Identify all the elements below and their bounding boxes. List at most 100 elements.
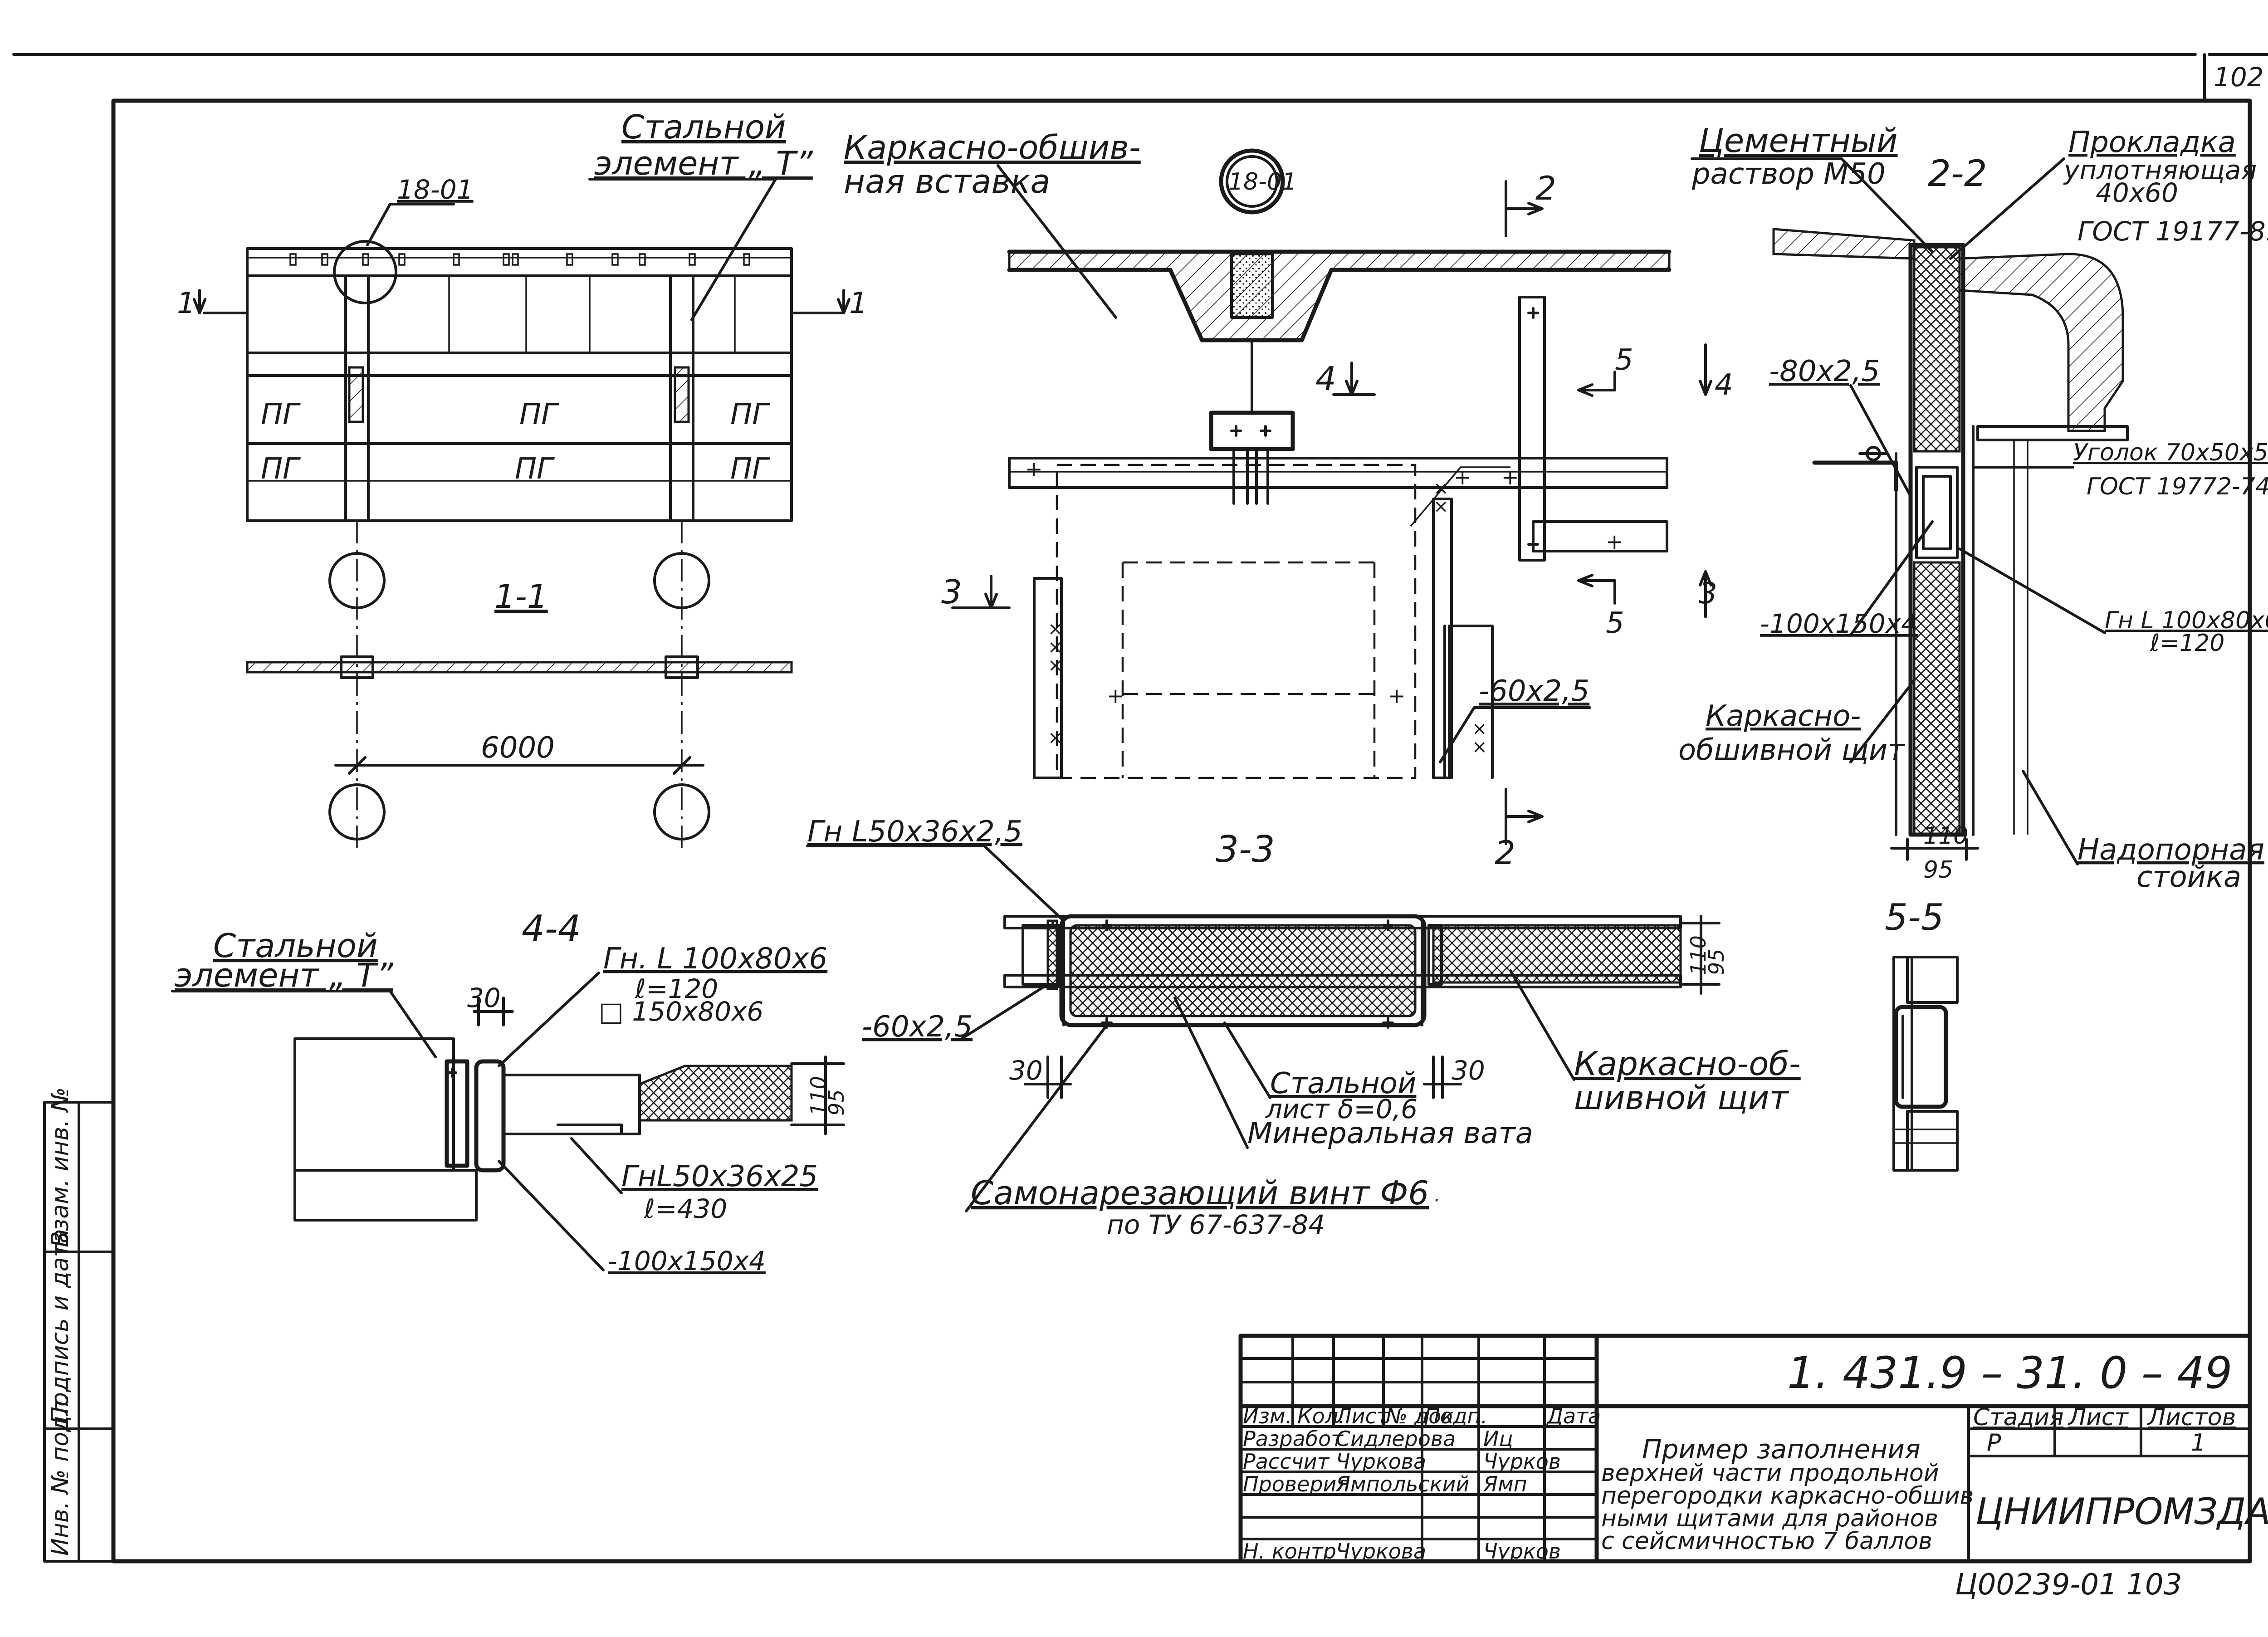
- v33-cut-4: 4: [1315, 360, 1336, 398]
- view-4-4: 4-4 Стальной элемент „ Т” 30 110 95 Гн. …: [171, 908, 849, 1276]
- tb-r5-sign: Чурков: [1483, 1539, 1561, 1564]
- svg-text:+: +: [1025, 457, 1043, 481]
- tb-r5-name: Чуркова: [1336, 1539, 1426, 1564]
- v22-dim-110: 110: [1923, 822, 1968, 850]
- tb-h-date: Дата: [1546, 1404, 1601, 1428]
- tb-r3-role: Проверил: [1243, 1472, 1350, 1496]
- v22-mortar-2: раствор М50: [1691, 157, 1886, 191]
- v44-gn2-1: ГнL50х36х25: [621, 1160, 818, 1193]
- dim-6000: 6000: [481, 731, 555, 765]
- v33-cut-3: 3: [941, 573, 962, 611]
- svg-text:×: ×: [1472, 737, 1487, 757]
- v22-dim-95: 95: [1923, 856, 1953, 884]
- pg-4: ПГ: [261, 452, 301, 486]
- v22-post-2: стойка: [2136, 860, 2241, 894]
- v44-dim-30: 30: [467, 982, 501, 1013]
- view-5-5: 5-5: [1885, 896, 1959, 1172]
- v44-gn1-3: □ 150х80х6: [599, 996, 763, 1027]
- tb-desc-3: перегородки каркасно-обшив: [1601, 1482, 1974, 1510]
- sheet-number: 102: [2214, 62, 2264, 93]
- v33s-panel-1: Каркасно-об-: [1574, 1045, 1801, 1083]
- side-stamp: Инв. № подл. Подпись и дата Взам. инв. №: [43, 1087, 115, 1563]
- svg-text:×: ×: [1048, 637, 1063, 658]
- sheet-frame: 102 Ц00239-01 103: [12, 53, 2268, 1602]
- v33s-gn: Гн L50х36х2,5: [807, 815, 1022, 849]
- tb-r1-sign: Иц: [1483, 1427, 1513, 1451]
- v44-dim-110: 110: [806, 1076, 831, 1116]
- v33s-dim-30a: 30: [1009, 1055, 1043, 1086]
- view-3-3-section: 110 95 30 30 Гн L50х36х2,5 -60х2,5 Сталь…: [806, 815, 1801, 1240]
- tb-r1-name: Сидлерова: [1336, 1427, 1456, 1451]
- tb-desc-5: с сейсмичностью 7 баллов: [1601, 1528, 1932, 1555]
- v33-cut-2-bottom: 2: [1495, 834, 1515, 872]
- pg-5: ПГ: [515, 452, 555, 486]
- tb-sheet-h: Лист: [2068, 1404, 2129, 1431]
- side-stamp-sign: Подпись и дата: [47, 1229, 74, 1424]
- v11-steel-t-2: элемент „ Т”: [594, 144, 813, 182]
- svg-text:+: +: [1454, 465, 1471, 489]
- v22-gasket-2: уплотняющая: [2063, 155, 2257, 186]
- tb-stage-h: Стадия: [1973, 1404, 2064, 1431]
- tb-r3-sign: Ямп: [1483, 1472, 1527, 1496]
- side-stamp-replace: Взам. инв. №: [47, 1087, 74, 1247]
- v33s-screw-2: по ТУ 67-637-84: [1107, 1209, 1325, 1240]
- cut-1-left: 1: [177, 287, 196, 320]
- v33-cut-5-top: 5: [1615, 343, 1633, 377]
- view-2-2: 110 95 Цементный раствор М50 2-2 Проклад…: [1678, 122, 2268, 894]
- v22-title: 2-2: [1928, 152, 1987, 195]
- svg-text:+: +: [1606, 529, 1623, 554]
- v33s-plate: -60х2,5: [862, 1010, 973, 1044]
- tb-code: 1. 431.9 – 31. 0 – 49: [1787, 1348, 2232, 1398]
- tb-stage: Р: [1987, 1429, 2001, 1456]
- v44-gn1-2: ℓ=120: [635, 973, 718, 1004]
- v22-cut-3: 3: [1699, 577, 1717, 611]
- v33s-screw-1: Самонарезающий винт Ф6: [971, 1174, 1429, 1212]
- svg-text:×: ×: [1472, 718, 1487, 739]
- tb-h-doc: № док.: [1384, 1404, 1461, 1428]
- pg-1: ПГ: [261, 398, 301, 431]
- tb-desc-4: ными щитами для районов: [1601, 1505, 1938, 1532]
- v22-gn-1: Гн L 100х80х6: [2105, 607, 2268, 634]
- tb-h-sign: Подп.: [1424, 1404, 1487, 1428]
- archive-stamp: Ц00239-01 103: [1955, 1568, 2182, 1602]
- svg-text:×: ×: [1048, 655, 1063, 676]
- pg-2: ПГ: [519, 398, 559, 431]
- svg-text:×: ×: [1048, 728, 1063, 748]
- v22-gasket-4: ГОСТ 19177-81: [2077, 216, 2268, 247]
- v22-p2: -100х150х4: [1760, 608, 1918, 639]
- v11-title: 1-1: [494, 577, 548, 616]
- v22-p1: -80х2,5: [1769, 355, 1880, 388]
- v33s-dim-110: 110: [1686, 935, 1711, 975]
- v44-steel-t-2: элемент „ Т”: [175, 956, 394, 994]
- side-stamp-inv: Инв. № подл.: [47, 1393, 74, 1556]
- tb-h-izm: Изм.: [1243, 1404, 1292, 1428]
- v33s-sheet-1: Стальной: [1270, 1067, 1416, 1100]
- v33s-sheet-2: лист δ=0,6: [1265, 1094, 1418, 1124]
- v33-callout: 18-01: [1228, 168, 1297, 195]
- tb-r2-role: Рассчит: [1243, 1449, 1330, 1474]
- v22-panel-1: Каркасно-: [1706, 699, 1861, 733]
- svg-text:×: ×: [1433, 496, 1449, 517]
- v11-steel-t-1: Стальной: [621, 108, 786, 146]
- v22-cut-4: 4: [1715, 368, 1733, 402]
- tb-r2-name: Чуркова: [1336, 1449, 1426, 1474]
- v44-steel-t-1: Стальной: [213, 927, 378, 965]
- tb-sheets-h: Листов: [2147, 1404, 2236, 1431]
- v33-title: 3-3: [1216, 828, 1275, 870]
- v33s-dim-95: 95: [1704, 948, 1729, 975]
- v22-mortar-1: Цементный: [1699, 122, 1898, 160]
- v22-gasket-3: 40х60: [2096, 177, 2178, 208]
- tb-org: ЦНИИПРОМЗДАНИЙ: [1975, 1490, 2268, 1533]
- v33-insert-2: ная вставка: [844, 162, 1051, 200]
- v44-dim-95: 95: [824, 1089, 849, 1116]
- v11-callout: 18-01: [397, 174, 474, 205]
- v44-gn2-2: ℓ=430: [644, 1193, 727, 1224]
- pg-6: ПГ: [730, 452, 770, 486]
- v22-gn-2: ℓ=120: [2150, 630, 2224, 657]
- tb-h-kol: Кол.: [1297, 1404, 1345, 1428]
- v33s-dim-30b: 30: [1452, 1055, 1485, 1086]
- svg-text:×: ×: [1048, 619, 1063, 640]
- v44-plate: -100х150х4: [608, 1246, 766, 1276]
- cut-1-right: 1: [849, 287, 868, 320]
